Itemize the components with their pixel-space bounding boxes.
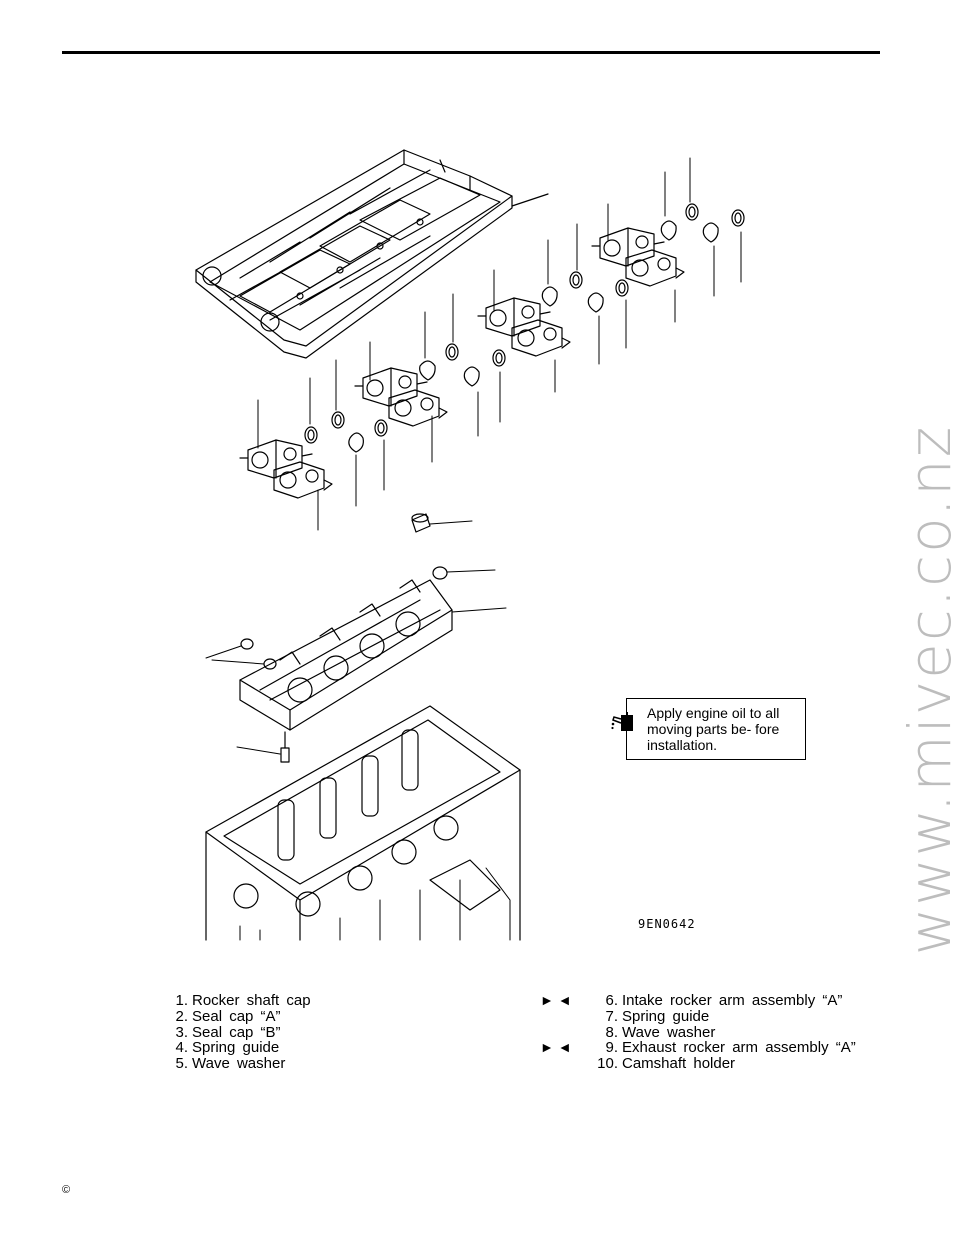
figure-code: 9EN0642	[638, 917, 696, 931]
part-name: Exhaust rocker arm assembly “A”	[622, 1039, 856, 1057]
note-box: Apply engine oil to all moving parts be-…	[611, 698, 806, 760]
part-number: 2.	[175, 1007, 188, 1025]
service-mark: ► ◄	[540, 992, 572, 1008]
camshaft-holder-drawing	[239, 579, 507, 731]
list-item: ► ◄ 6. Intake rocker arm assembly “A”	[540, 992, 856, 1009]
oil-can-icon	[611, 712, 633, 731]
list-item: 10. Camshaft holder	[540, 1056, 856, 1072]
part-number: 1.	[175, 992, 188, 1009]
parts-list-left: 1. Rocker shaft cap 2. Seal cap “A” 3. S…	[170, 992, 311, 1072]
service-mark	[540, 1025, 590, 1041]
service-mark: ► ◄	[540, 1039, 572, 1056]
list-item: 3. Seal cap “B”	[170, 1023, 311, 1041]
service-mark	[540, 1056, 590, 1072]
top-rule	[62, 51, 880, 54]
list-item: 1. Rocker shaft cap	[170, 992, 311, 1009]
list-item: 5. Wave washer	[170, 1056, 311, 1072]
leader-lines	[257, 157, 742, 531]
note-text: Apply engine oil to all moving parts be-…	[647, 705, 780, 753]
part-name: Rocker shaft cap	[192, 992, 311, 1009]
part-name: Spring guide	[622, 1007, 710, 1025]
part-number: 8.	[605, 1023, 618, 1041]
part-number: 4.	[175, 1039, 188, 1057]
part-name: Seal cap “A”	[192, 1007, 281, 1025]
part-name: Wave washer	[192, 1055, 286, 1073]
list-item: 4. Spring guide	[170, 1040, 311, 1056]
leader-line	[511, 193, 549, 207]
list-item: 8. Wave washer	[540, 1023, 856, 1041]
part-number: 7.	[605, 1007, 618, 1025]
service-mark	[540, 1009, 590, 1025]
part-name: Spring guide	[192, 1039, 280, 1057]
part-number: 5.	[175, 1055, 188, 1073]
part-name: Intake rocker arm assembly “A”	[622, 992, 843, 1009]
copyright-mark: ©	[62, 1184, 71, 1196]
cylinder-head-drawing	[205, 705, 521, 941]
part-name: Wave washer	[622, 1023, 716, 1041]
part-number: 10.	[597, 1055, 618, 1073]
list-item: ► ◄ 9. Exhaust rocker arm assembly “A”	[540, 1040, 856, 1056]
list-item: 7. Spring guide	[540, 1007, 856, 1025]
bolt-drawing	[236, 731, 290, 763]
seal-cap-drawing	[205, 513, 496, 670]
part-number: 6.	[605, 992, 618, 1009]
part-name: Seal cap “B”	[192, 1023, 281, 1041]
watermark: www.mivec.co.nz	[896, 424, 954, 956]
exploded-view-diagram	[195, 149, 745, 941]
part-number: 3.	[175, 1023, 188, 1041]
part-number: 9.	[605, 1039, 618, 1057]
list-item: 2. Seal cap “A”	[170, 1007, 311, 1025]
rocker-shaft-cap-drawing	[195, 149, 513, 359]
parts-list-right: ► ◄ 6. Intake rocker arm assembly “A” 7.…	[540, 992, 856, 1072]
wave-washer-drawing	[304, 203, 745, 453]
rocker-arm-assembly-drawing	[239, 227, 685, 499]
part-name: Camshaft holder	[622, 1055, 736, 1073]
